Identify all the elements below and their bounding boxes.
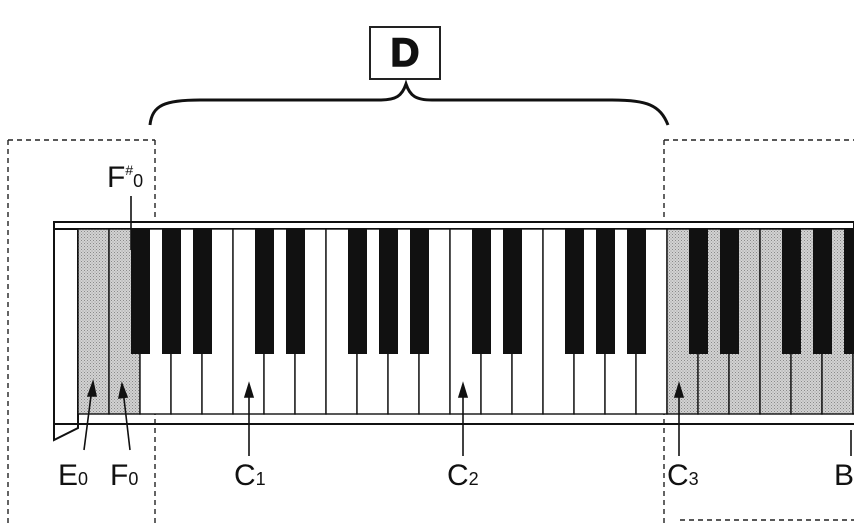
black-key xyxy=(193,229,212,354)
label-e0: E0 xyxy=(58,459,89,492)
black-key xyxy=(565,229,584,354)
label-f0: F0 xyxy=(110,459,139,492)
black-key xyxy=(162,229,181,354)
section-label: D xyxy=(390,30,420,76)
black-key xyxy=(596,229,615,354)
black-key xyxy=(720,229,739,354)
black-key xyxy=(627,229,646,354)
section-label-box: D xyxy=(369,26,441,80)
black-key xyxy=(348,229,367,354)
label-c3: C3 xyxy=(667,459,699,492)
pointer-arrows xyxy=(83,196,852,456)
label-f-sharp-0: F#0 xyxy=(107,161,144,194)
black-key xyxy=(844,229,854,354)
black-key xyxy=(131,229,150,354)
black-key xyxy=(813,229,832,354)
black-key xyxy=(379,229,398,354)
black-key xyxy=(782,229,801,354)
black-keys xyxy=(131,229,854,354)
label-b-partial: B xyxy=(834,459,854,492)
keyboard-case xyxy=(53,221,854,442)
black-key xyxy=(286,229,305,354)
black-key xyxy=(503,229,522,354)
label-c2: C2 xyxy=(447,459,479,492)
black-key xyxy=(689,229,708,354)
black-key xyxy=(255,229,274,354)
label-c1: C1 xyxy=(234,459,266,492)
section-brace xyxy=(148,79,670,126)
black-key xyxy=(472,229,491,354)
black-key xyxy=(410,229,429,354)
